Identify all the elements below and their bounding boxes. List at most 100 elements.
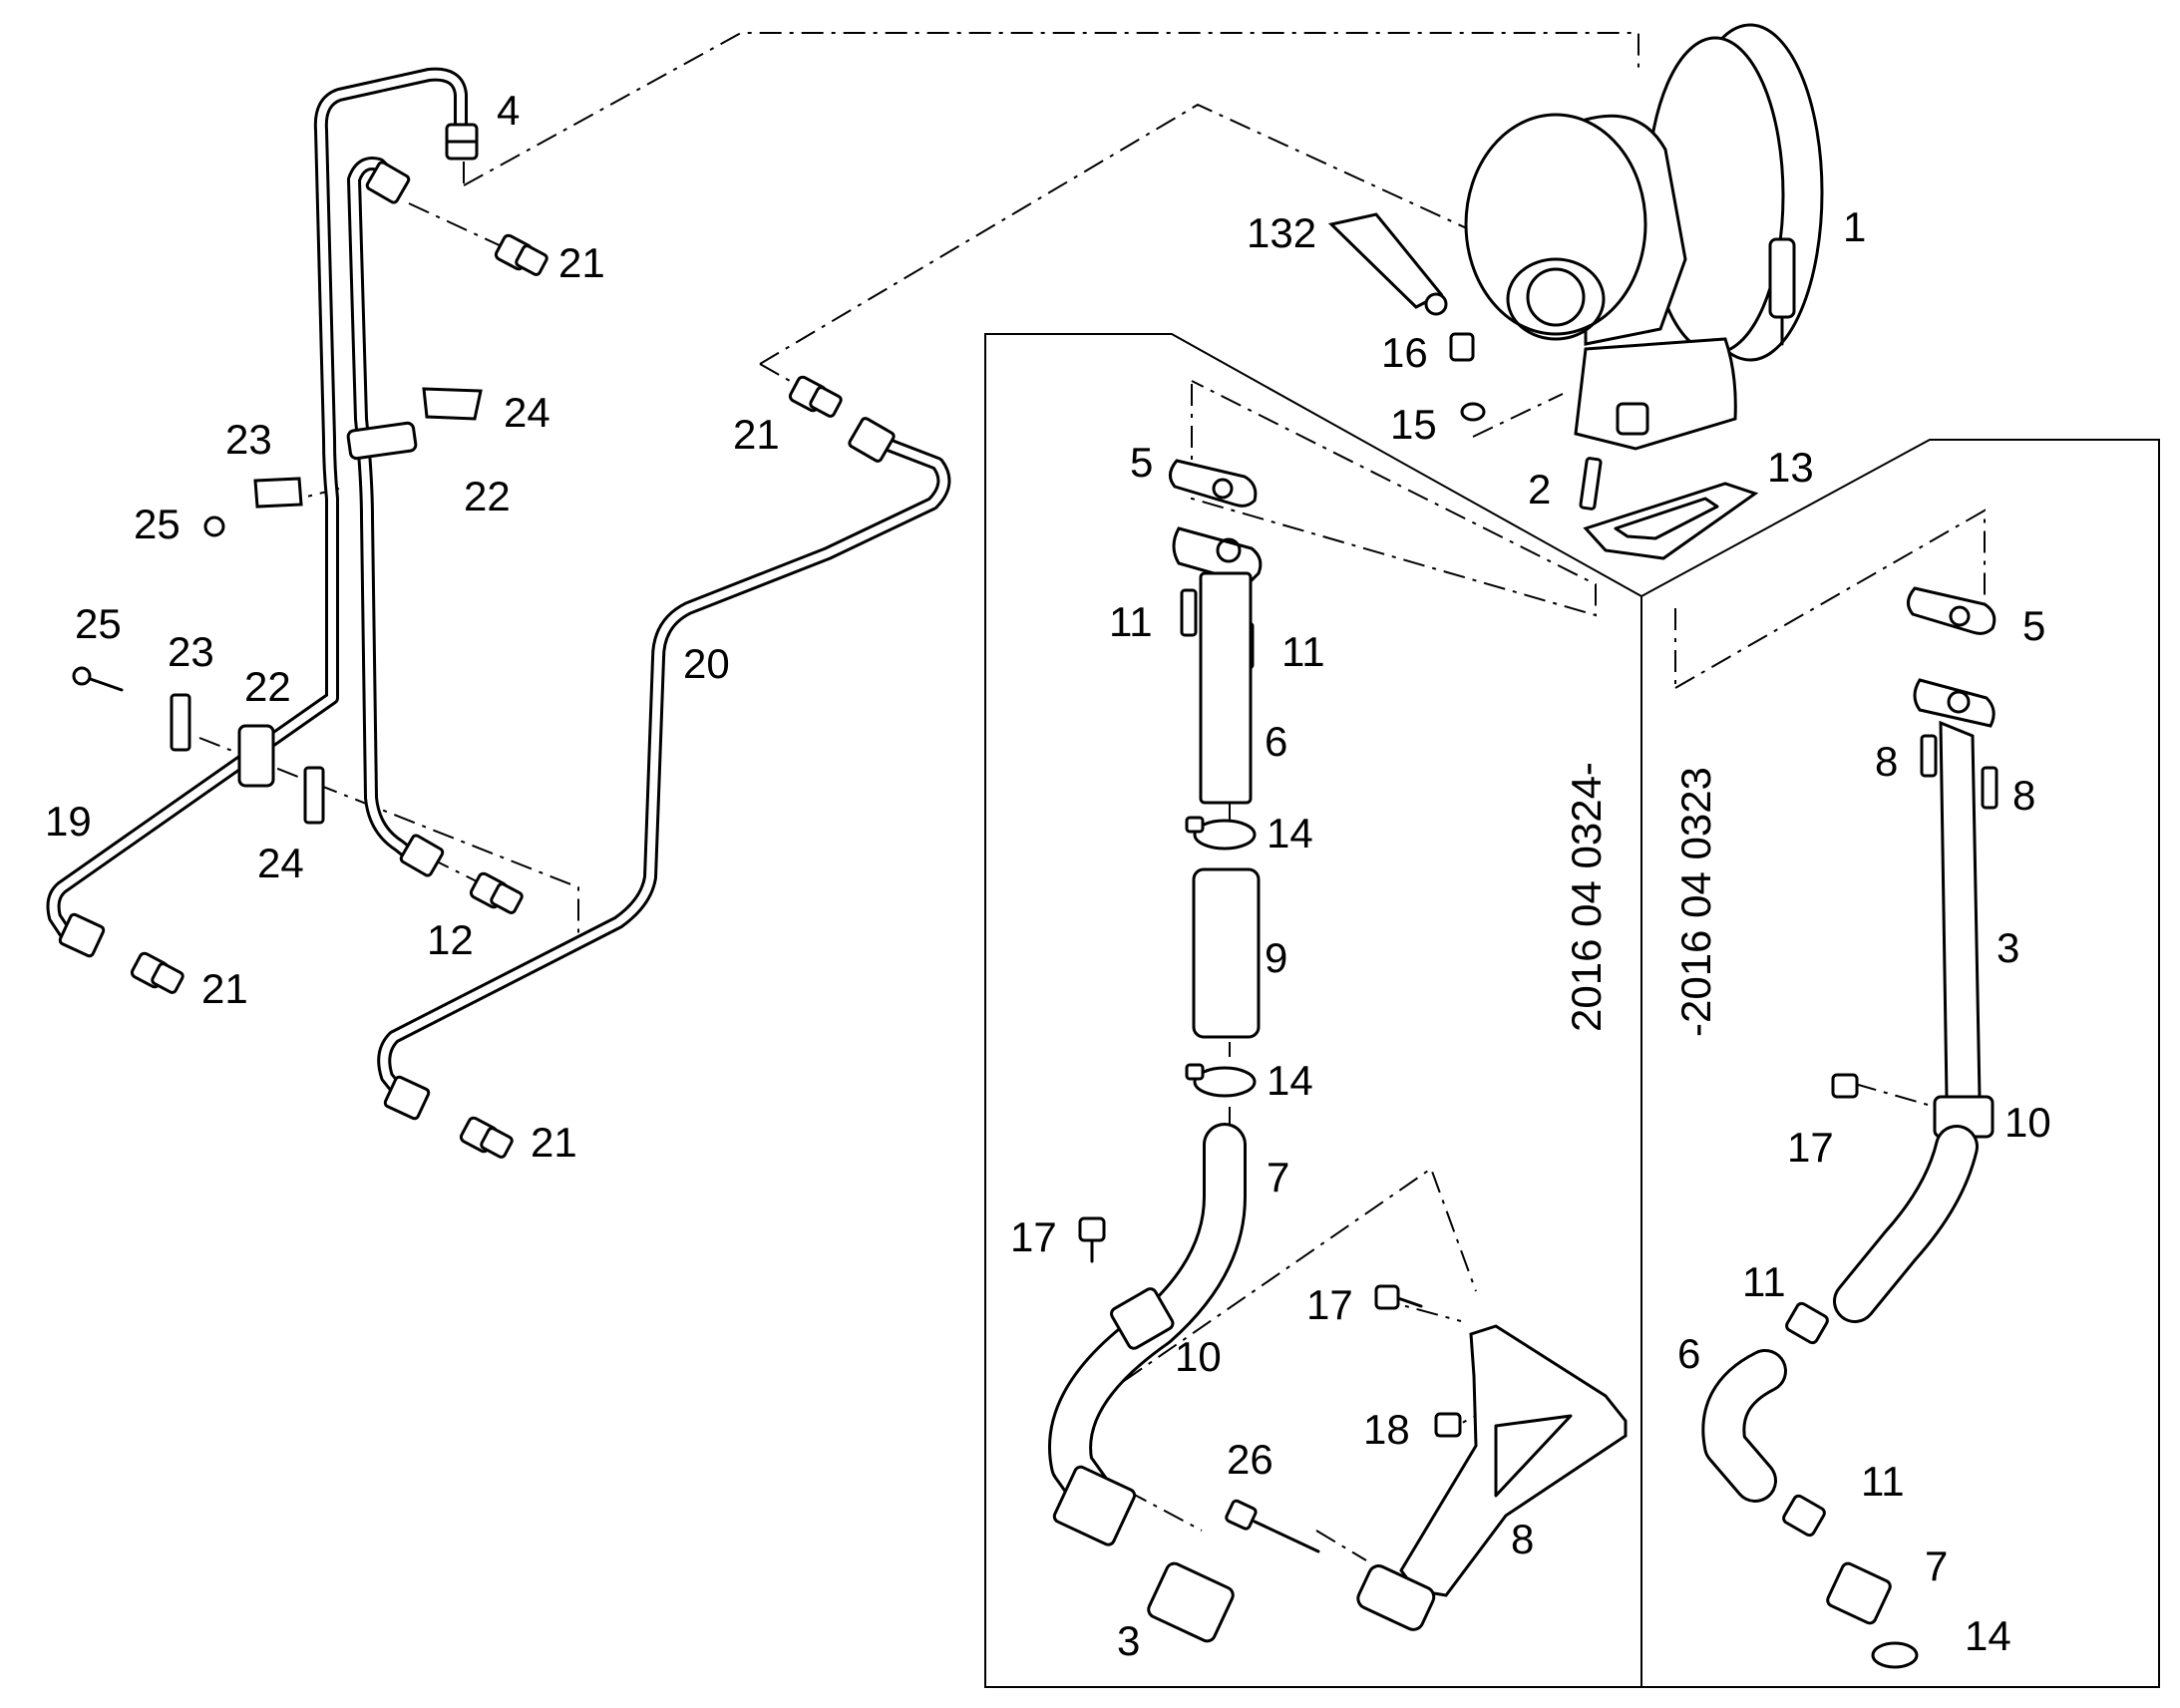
oil-pipe-12 [347,157,421,864]
hose-9 [1192,867,1261,1039]
callout-19: 19 [45,798,92,845]
callout-25: 25 [75,600,122,647]
clip-24-upper [422,387,483,421]
bolt-17-bracket [1374,1284,1423,1310]
callout-22: 22 [464,473,511,519]
callout-5: 5 [2022,602,2045,649]
callout-8: 8 [2012,772,2035,819]
callout-17: 17 [1306,1281,1353,1328]
oil-pipe-20 [377,432,951,1099]
adapter-7 [1826,1561,1892,1625]
bolt-26 [1225,1499,1320,1553]
pipe-clamp-22-upper [346,421,418,461]
inset-frame-left [984,333,1642,1688]
callout-14: 14 [1267,1057,1313,1104]
callout-25: 25 [134,501,181,547]
inset-frame-right [1640,439,2160,1688]
sealant-tube-132 [1327,212,1448,316]
pipe-clamp-22-lower [237,724,275,788]
bolt-17-right [1831,1073,1859,1099]
oil-pipe-4-19 [46,67,468,939]
pipe-nut-20-bottom [383,1075,431,1121]
callout-22: 22 [244,663,291,710]
adapter-21-mid [788,375,843,418]
callout-14: 14 [1965,1612,2011,1659]
turbocharger-1 [1464,23,1824,451]
callout-3: 3 [1117,1617,1140,1664]
hose-clamp-14-upper [1185,816,1257,851]
bolt-8-left [1920,734,1938,778]
callout-7: 7 [1267,1154,1289,1200]
callout-132: 132 [1247,209,1316,256]
callout-14: 14 [1267,810,1313,856]
callout-4: 4 [497,87,520,134]
callout-18: 18 [1363,1406,1410,1453]
callout-9: 9 [1265,934,1287,981]
callout-23: 23 [225,416,272,463]
stud-2 [1579,457,1603,511]
seal-ring-14 [1871,1641,1919,1669]
bolt-25-upper [203,515,225,537]
callout-17: 17 [1787,1124,1834,1171]
callout-11: 11 [1861,1458,1905,1505]
pipe-nut-top [365,161,411,204]
callout-5: 5 [1130,439,1153,486]
bolt-8-right [1981,766,1998,810]
callout-11: 11 [1281,628,1325,675]
callout-24: 24 [257,840,304,886]
callout-21: 21 [733,411,780,458]
adapter-21-bottom [459,1116,514,1159]
clip-23-lower [170,693,191,752]
adapter-3-left [1147,1561,1235,1643]
serial-range-from: 2016 04 0324- [1563,762,1610,1032]
washer-15 [1460,402,1486,422]
tube-3 [1939,720,1982,1099]
callout-labels: 4 21 132 1 16 15 2 13 24 23 22 25 21 5 1… [45,87,2051,1664]
callout-10: 10 [2004,1099,2051,1146]
callout-2: 2 [1528,466,1551,512]
clip-23-upper [253,477,303,509]
callout-12: 12 [427,916,474,963]
callout-8: 8 [1875,738,1898,785]
callout-24: 24 [504,389,550,436]
gasket-13 [1583,482,1759,560]
callout-6: 6 [1265,718,1287,765]
callout-21: 21 [531,1119,577,1166]
nut-16 [1449,332,1475,362]
pipe-nut-19 [58,912,106,958]
flange-gasket-5-right [1907,586,1997,635]
callout-21: 21 [201,965,248,1012]
flange-6 [1172,526,1263,585]
serial-range-to: -2016 04 0323 [1672,767,1719,1037]
callout-16: 16 [1381,329,1428,376]
flange-gasket-5-left [1169,459,1258,508]
callout-1: 1 [1843,203,1866,250]
adapter-12 [469,871,524,914]
adapter-21-top [494,233,548,276]
callout-8: 8 [1511,1516,1534,1562]
callout-11: 11 [1742,1258,1786,1305]
nut-18 [1434,1412,1462,1438]
clamp-10-left [1110,1287,1175,1350]
tube-6 [1199,571,1253,805]
callout-7: 7 [1925,1542,1948,1589]
pipe-nut-20-top [848,417,896,463]
bolt-17-left [1078,1216,1106,1263]
callout-23: 23 [168,628,214,675]
callout-26: 26 [1227,1436,1273,1483]
bolt-25-lower [72,666,124,692]
clip-24-lower [303,766,325,825]
bracket-8-left [1356,1324,1628,1631]
hose-clamp-11-lower [1782,1494,1826,1537]
pipe-nut-12 [399,834,445,877]
bolt-11-left [1180,588,1198,637]
callout-21: 21 [558,239,605,286]
leader-lines [198,32,1986,1561]
adapter-21-left [130,951,184,994]
hose-clamp-11-upper [1785,1301,1829,1345]
callout-20: 20 [683,640,730,687]
callout-10: 10 [1175,1333,1222,1380]
hose-clamp-14-lower [1185,1063,1257,1098]
flange-3 [1913,678,1996,728]
